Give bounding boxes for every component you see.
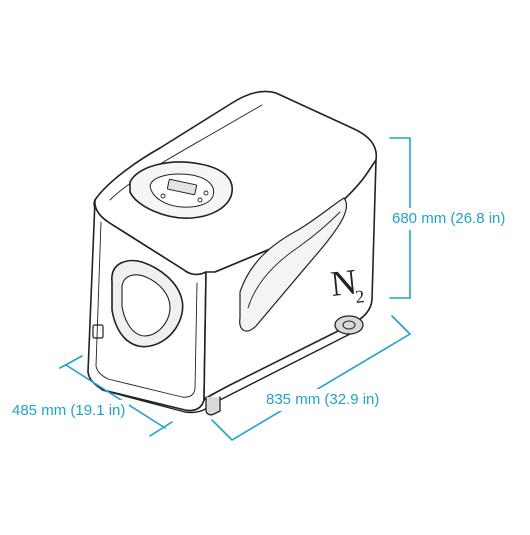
height-label: 680 mm (26.8 in) xyxy=(388,208,510,230)
brand-symbol: N xyxy=(329,261,359,303)
n2-brand-mark: N 2 xyxy=(329,261,366,307)
depth-label: 485 mm (19.1 in) xyxy=(8,400,130,422)
front-caster xyxy=(205,396,221,416)
brand-subscript: 2 xyxy=(354,286,365,307)
front-badge xyxy=(92,324,104,339)
side-swoosh xyxy=(239,197,348,332)
width-dimension-line xyxy=(211,315,412,442)
rear-wheel xyxy=(334,315,364,335)
depth-dimension-line xyxy=(59,355,173,437)
display-screen xyxy=(166,178,198,196)
width-label: 835 mm (32.9 in) xyxy=(262,389,384,411)
